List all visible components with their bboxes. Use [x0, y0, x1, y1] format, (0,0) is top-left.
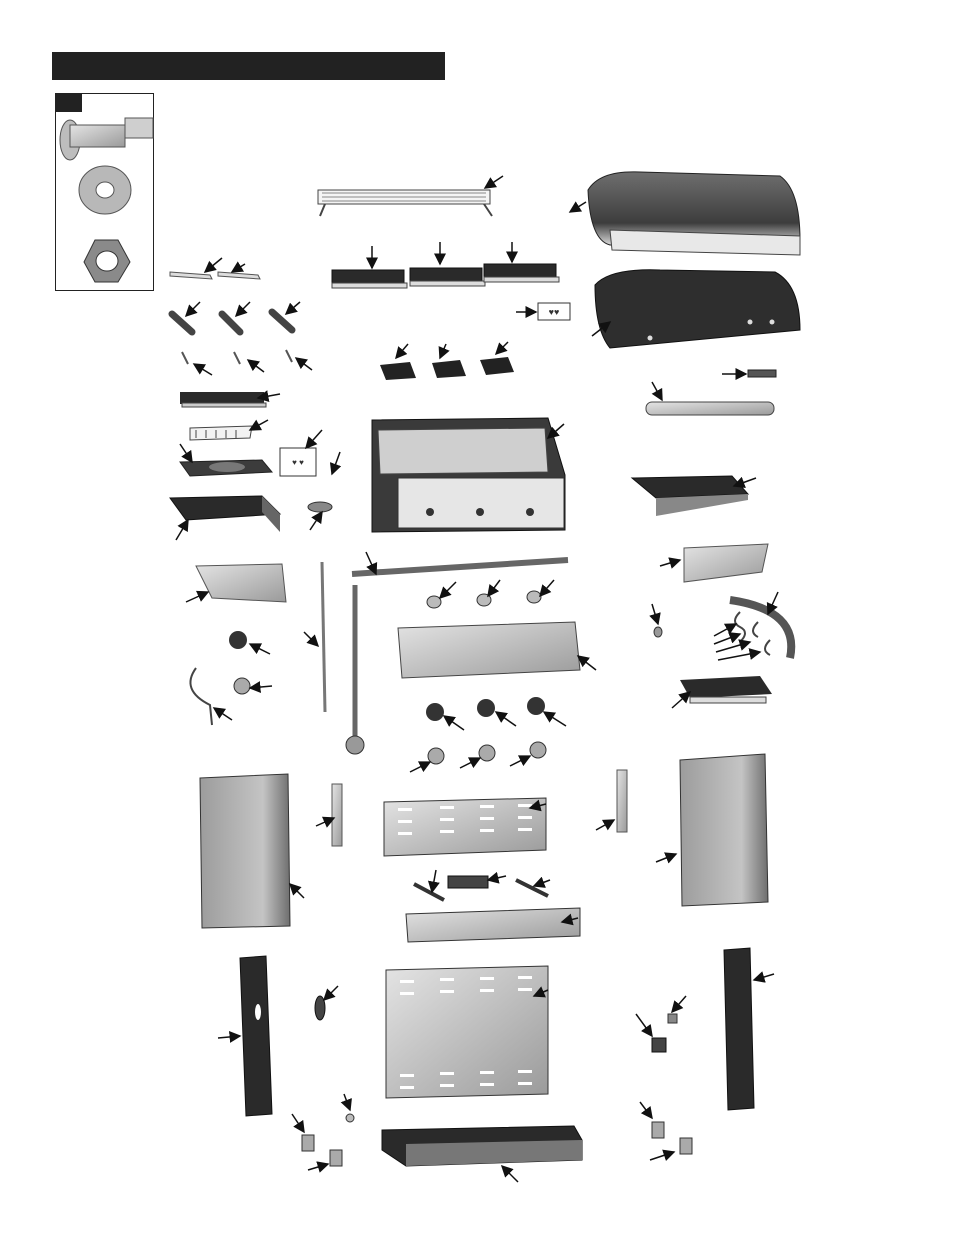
- right-shelf-front: [684, 544, 768, 582]
- front-panel: [386, 966, 548, 1098]
- right-brace: [617, 770, 627, 832]
- left-cart-leg: [240, 956, 272, 1116]
- cooking-grates: [332, 264, 559, 288]
- regulator-hose: [730, 600, 791, 658]
- cart-bottom: [382, 1126, 582, 1166]
- hose-clip: [654, 627, 662, 637]
- heat-shield: [398, 622, 580, 678]
- lid: [588, 172, 800, 255]
- left-side-panel: [200, 774, 290, 928]
- valve-chart: ♥ ♥: [280, 448, 316, 476]
- rod: [322, 562, 325, 712]
- left-brace: [332, 784, 342, 846]
- side-burner-head: [308, 502, 332, 512]
- svg-text:♥ ♥: ♥ ♥: [292, 458, 304, 467]
- firebox: [372, 418, 565, 532]
- warming-rack: [318, 190, 492, 216]
- ignitor-module: [652, 1014, 677, 1052]
- right-shelf: [632, 476, 748, 516]
- handle-bracket: [748, 370, 776, 377]
- control-knobs: [234, 678, 546, 764]
- hex-nut-icon: [84, 240, 130, 282]
- side-burner-rack: [190, 426, 252, 440]
- ignitor-wire: [190, 668, 212, 725]
- carryover-tubes: [172, 312, 292, 332]
- carryover-brackets: [170, 272, 260, 279]
- svg-text:♥♥: ♥♥: [549, 307, 560, 317]
- grease-cup: [448, 876, 488, 888]
- flat-washer-icon: [79, 166, 131, 214]
- side-burner-grate: [180, 392, 266, 407]
- electrodes: [182, 350, 292, 364]
- front-brace: [406, 908, 580, 942]
- side-burner-shelf: [170, 496, 280, 532]
- tank-nut: [315, 996, 325, 1020]
- hardware-bag: ♥♥: [538, 303, 570, 320]
- right-cart-leg: [724, 948, 754, 1110]
- flame-tamers: [380, 357, 514, 380]
- right-side-panel: [680, 754, 768, 906]
- rear-panel: [384, 798, 546, 856]
- shoulder-bolt-icon: [60, 118, 153, 160]
- side-burner-cover: [680, 676, 772, 703]
- side-burner-pan: [180, 460, 272, 476]
- handle: [646, 402, 774, 415]
- left-shelf-front: [196, 564, 286, 602]
- lid-liner: [595, 270, 800, 348]
